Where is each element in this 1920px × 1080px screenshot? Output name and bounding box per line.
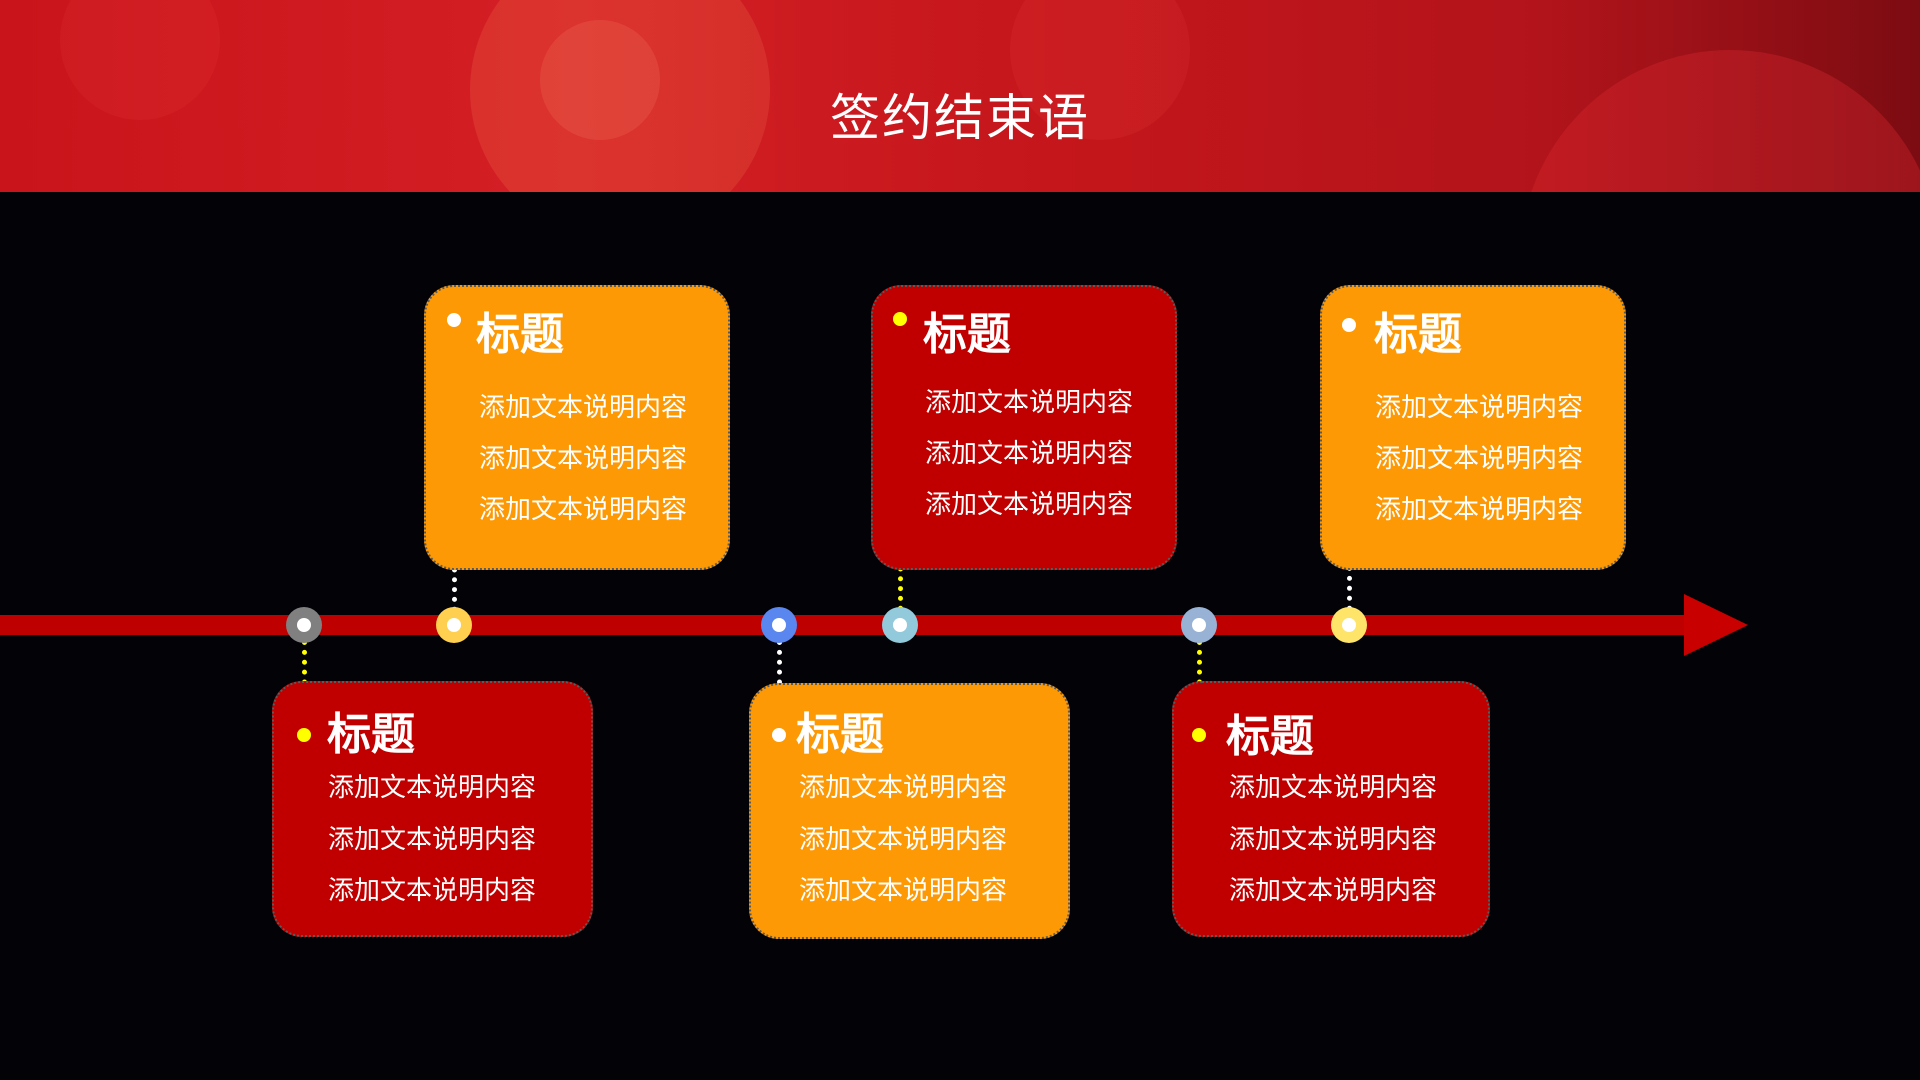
bokeh-decoration [540,20,660,140]
card-text: 添加文本说明内容 [799,773,1008,803]
card-title: 标题 [476,309,564,360]
bokeh-decoration [470,0,770,192]
title-dot-icon [447,313,461,327]
timeline-node [882,607,918,643]
timeline-node [1181,607,1217,643]
card-text: 添加文本说明内容 [925,490,1134,520]
page-title: 签约结束语 [830,89,1090,147]
title-dot-icon [772,728,786,742]
timeline-bar [0,615,1690,635]
timeline-node [436,607,472,643]
card-text: 添加文本说明内容 [479,393,688,423]
title-dot-icon [1342,318,1356,332]
card-text: 添加文本说明内容 [1375,393,1584,423]
card-title: 标题 [923,309,1011,360]
card-text: 添加文本说明内容 [925,388,1134,418]
card-text: 添加文本说明内容 [1375,444,1584,474]
card-text: 添加文本说明内容 [479,444,688,474]
timeline-card: 标题 添加文本说明内容 添加文本说明内容 添加文本说明内容 [272,681,593,937]
card-title: 标题 [327,709,415,760]
timeline-card: 标题 添加文本说明内容 添加文本说明内容 添加文本说明内容 [424,285,730,570]
title-dot-icon [893,312,907,326]
card-title: 标题 [1226,711,1314,762]
title-dot-icon [297,728,311,742]
card-text: 添加文本说明内容 [925,439,1134,469]
card-text: 添加文本说明内容 [799,825,1008,855]
card-text: 添加文本说明内容 [479,495,688,525]
timeline-node [1331,607,1367,643]
card-text: 添加文本说明内容 [328,876,537,906]
timeline-node [286,607,322,643]
timeline-arrow-icon [1684,594,1748,656]
card-title: 标题 [796,709,884,760]
card-text: 添加文本说明内容 [1229,876,1438,906]
card-text: 添加文本说明内容 [328,825,537,855]
title-dot-icon [1192,728,1206,742]
card-text: 添加文本说明内容 [1229,773,1438,803]
card-text: 添加文本说明内容 [1375,495,1584,525]
timeline-card: 标题 添加文本说明内容 添加文本说明内容 添加文本说明内容 [749,683,1070,939]
timeline-card: 标题 添加文本说明内容 添加文本说明内容 添加文本说明内容 [1320,285,1626,570]
card-text: 添加文本说明内容 [799,876,1008,906]
card-text: 添加文本说明内容 [328,773,537,803]
header-banner: 签约结束语 [0,0,1920,192]
card-title: 标题 [1374,309,1462,360]
card-text: 添加文本说明内容 [1229,825,1438,855]
timeline-card: 标题 添加文本说明内容 添加文本说明内容 添加文本说明内容 [871,285,1177,570]
timeline-node [761,607,797,643]
bokeh-decoration [1010,0,1190,140]
timeline-card: 标题 添加文本说明内容 添加文本说明内容 添加文本说明内容 [1172,681,1490,937]
